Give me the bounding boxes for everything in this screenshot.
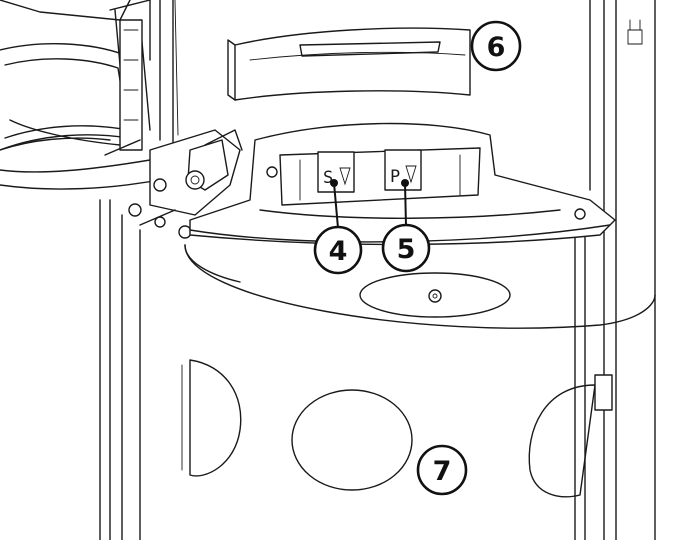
left-side-panel xyxy=(99,0,179,540)
firebox-plate xyxy=(184,244,656,329)
callout-number-4: 4 xyxy=(329,236,348,267)
stamp-label-s: S xyxy=(323,168,333,188)
top-deflector-plate xyxy=(227,27,471,101)
callout-4: 4 xyxy=(313,179,363,275)
callout-number-5: 5 xyxy=(397,234,416,265)
right-side-panel xyxy=(574,0,656,540)
callout-5: 5 xyxy=(381,179,431,273)
back-panel-openings xyxy=(181,359,613,498)
callout-number-6: 6 xyxy=(487,32,506,63)
hinge-assembly xyxy=(104,129,243,239)
callout-7: 7 xyxy=(416,444,468,496)
open-door-assembly xyxy=(0,0,191,190)
stamp-label-p: P xyxy=(390,167,400,187)
callout-6: 6 xyxy=(470,20,522,72)
callout-number-7: 7 xyxy=(433,456,452,487)
